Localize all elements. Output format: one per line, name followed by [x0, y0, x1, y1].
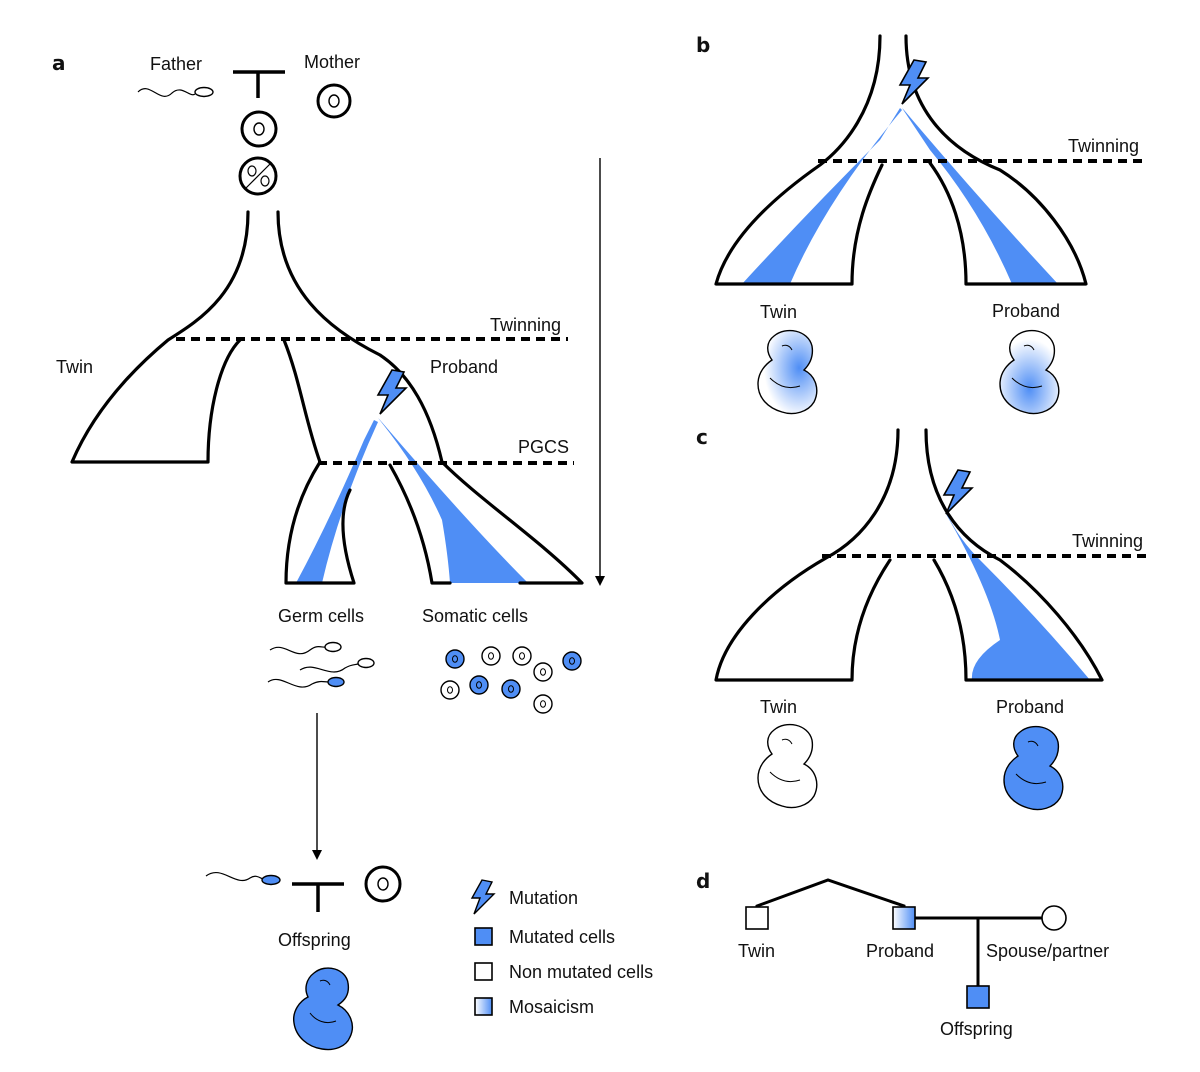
germ-mutated-wedge [296, 420, 378, 583]
pedigree-offspring-square [966, 985, 990, 1009]
legend-mutation-label: Mutation [509, 888, 578, 908]
inheritance-arrow-icon [312, 713, 322, 860]
twinning-label-b: Twinning [1068, 136, 1139, 156]
lineage-tree-a-outer-right [276, 210, 584, 585]
lineage-tree-a-somatic-split [388, 463, 452, 585]
father-label: Father [150, 54, 202, 74]
panel-c-proband-baby-icon [1003, 725, 1064, 811]
panel-b-proband-baby-icon [999, 329, 1060, 415]
mating-symbol-icon [233, 70, 285, 98]
twin-label-c: Twin [760, 697, 797, 717]
panel-c-twin-baby-icon [757, 723, 818, 809]
germ-cells-label: Germ cells [278, 606, 364, 626]
proband-label-b: Proband [992, 301, 1060, 321]
lineage-tree-a-outer [70, 210, 250, 464]
lineage-tree-b-outer-right [904, 34, 1088, 286]
germ-cell-sperms [267, 641, 375, 688]
lineage-tree-a-inner [282, 338, 356, 585]
panel-b-twin-baby-icon [757, 329, 818, 415]
mutation-lightning-icon-a [376, 369, 408, 415]
somatic-cell-cluster [440, 646, 582, 714]
proband-label-a: Proband [430, 357, 498, 377]
pedigree-spouse-label: Spouse/partner [986, 941, 1109, 961]
mutation-lightning-icon-b [898, 59, 930, 105]
panel-a-letter: a [52, 51, 66, 75]
pedigree-lines [755, 878, 1042, 988]
lineage-tree-b-outer [714, 34, 884, 286]
mother-egg-icon [316, 83, 352, 119]
panel-c-proband-wedge [946, 514, 1090, 680]
mutation-lightning-icon-c [942, 469, 974, 515]
offspring-egg-icon [364, 865, 402, 903]
somatic-cells-label: Somatic cells [422, 606, 528, 626]
pedigree-proband-label: Proband [866, 941, 934, 961]
panel-d: d Twin Proband Spouse/partner Offspring [696, 869, 1109, 1039]
panel-c-letter: c [696, 425, 708, 449]
legend-mutation-icon [470, 879, 496, 915]
time-arrow-icon [595, 158, 605, 586]
panel-b-twin-wedge [742, 108, 902, 284]
offspring-mating-symbol-icon [292, 882, 344, 912]
panel-a: a Father Mother [52, 51, 653, 1051]
somatic-mutated-wedge [378, 418, 528, 583]
legend-non-mutated-swatch [474, 962, 493, 981]
pedigree-proband-square [892, 906, 916, 930]
dividing-cell-icon [238, 156, 278, 196]
offspring-baby-icon [293, 967, 354, 1051]
twin-label-b: Twin [760, 302, 797, 322]
legend-non-mutated-label: Non mutated cells [509, 962, 653, 982]
lineage-tree-c-outer [714, 428, 900, 682]
mother-label: Mother [304, 52, 360, 72]
offspring-sperm-icon [205, 871, 281, 886]
panel-b: b Twinning Twin Proband [696, 33, 1146, 415]
legend-mosaicism-swatch [474, 997, 493, 1016]
zygote-icon [240, 110, 278, 148]
panel-b-letter: b [696, 33, 710, 57]
legend: Mutation Mutated cells Non mutated cells… [470, 879, 653, 1017]
panel-c: c Twinning Twin Proband [696, 425, 1150, 811]
legend-mosaicism-label: Mosaicism [509, 997, 594, 1017]
legend-mutated-label: Mutated cells [509, 927, 615, 947]
panel-d-letter: d [696, 869, 710, 893]
offspring-label-a: Offspring [278, 930, 351, 950]
proband-label-c: Proband [996, 697, 1064, 717]
pedigree-twin-label: Twin [738, 941, 775, 961]
pedigree-spouse-circle [1041, 905, 1067, 931]
pedigree-offspring-label: Offspring [940, 1019, 1013, 1039]
pgcs-label: PGCS [518, 437, 569, 457]
legend-mutated-swatch [474, 927, 493, 946]
twinning-label-c: Twinning [1072, 531, 1143, 551]
father-sperm-icon [137, 86, 214, 98]
twin-label-a: Twin [56, 357, 93, 377]
lineage-tree-c-outer-right [924, 428, 1104, 682]
twinning-label-a: Twinning [490, 315, 561, 335]
pedigree-twin-square [745, 906, 769, 930]
